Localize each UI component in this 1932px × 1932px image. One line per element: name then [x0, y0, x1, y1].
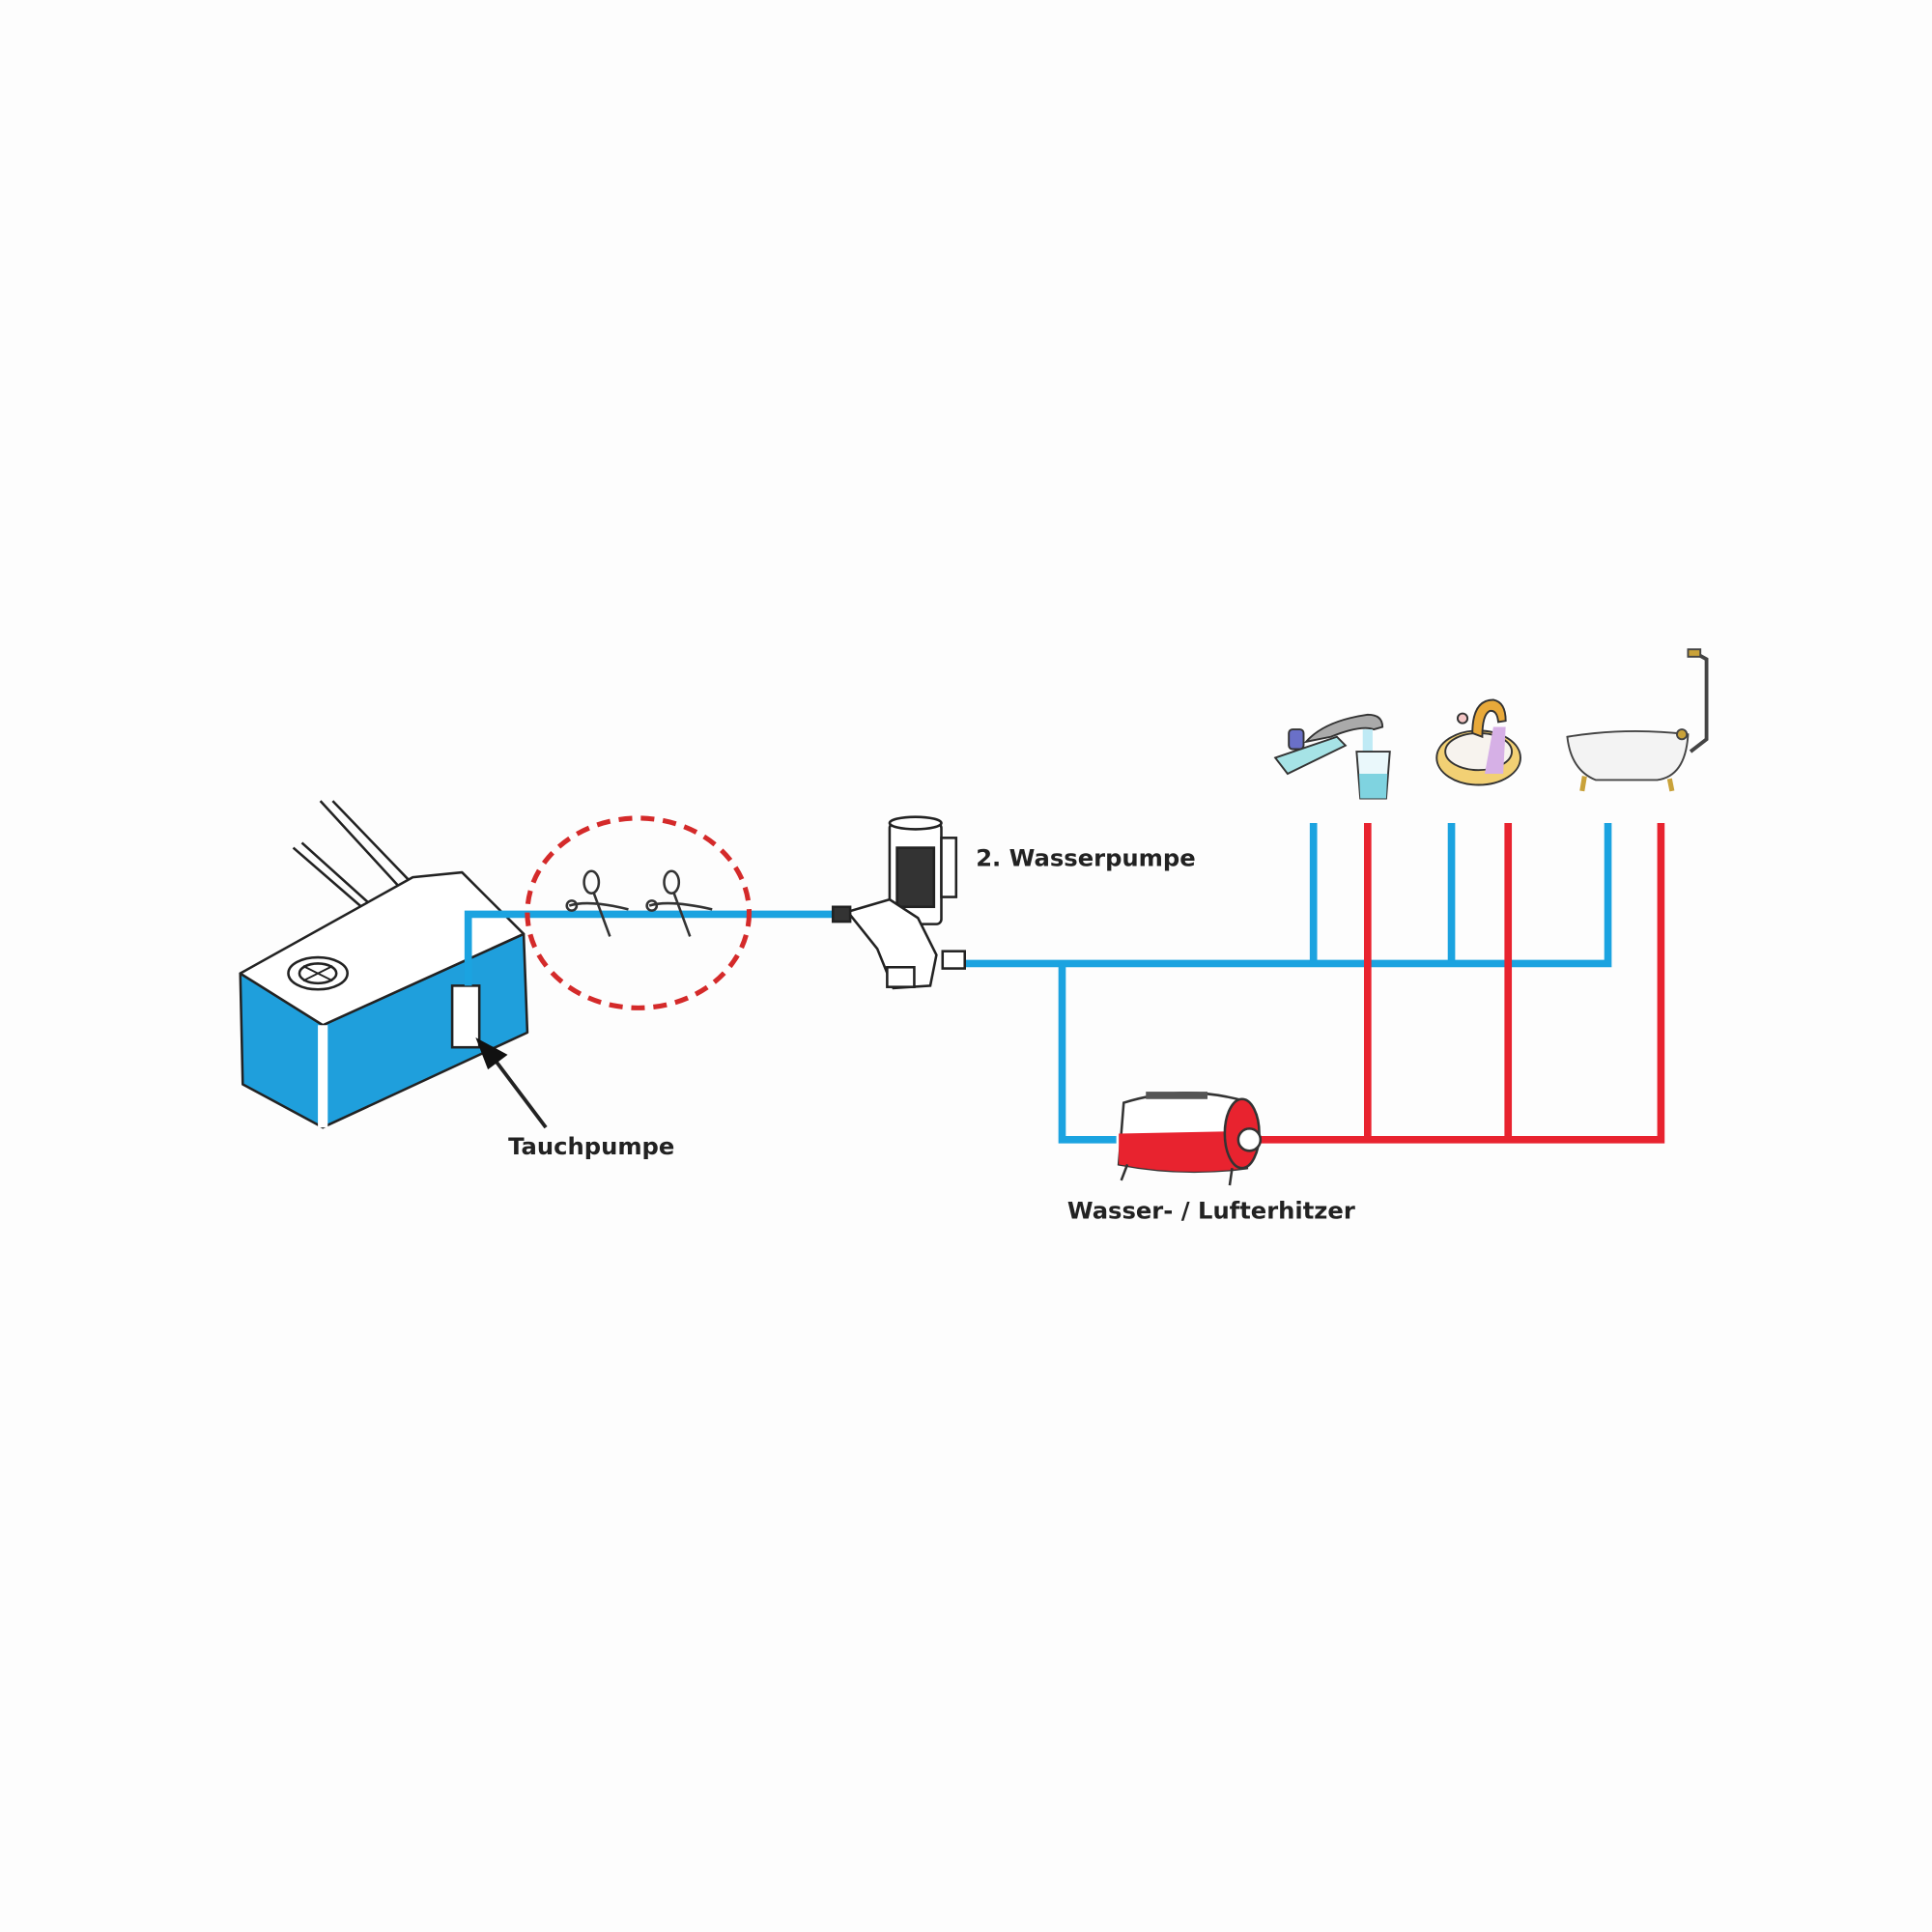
second-pump-label: 2. Wasserpumpe — [976, 845, 1195, 872]
hot-water-pipes — [1257, 823, 1665, 1144]
heater-label: Wasser- / Lufterhitzer — [1067, 1197, 1355, 1224]
submersible-pump-label: Tauchpumpe — [508, 1133, 674, 1160]
cut-marker-circle — [525, 815, 753, 1010]
washbasin-icon — [1435, 698, 1521, 786]
water-air-heater — [1117, 1092, 1263, 1186]
pointer-arrow-icon — [475, 1037, 548, 1129]
faucet-glass-icon — [1273, 713, 1391, 800]
second-water-pump — [831, 815, 966, 990]
submersible-pump — [450, 984, 481, 1049]
bathtub-icon — [1566, 648, 1709, 792]
water-tank — [239, 800, 529, 1129]
scissors-icon — [645, 869, 713, 937]
tank-hose — [292, 800, 426, 913]
cold-water-pipes — [464, 823, 1612, 1144]
scissors-icon — [565, 869, 629, 937]
